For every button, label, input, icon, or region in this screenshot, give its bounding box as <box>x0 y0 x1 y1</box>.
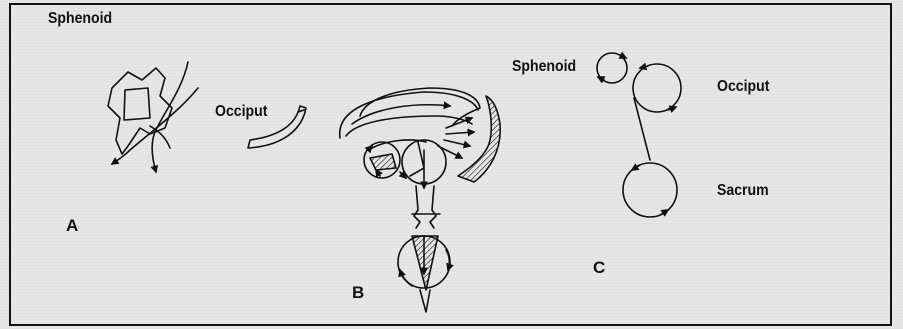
panel-c-sphenoid-circle <box>597 53 627 83</box>
panel-c-occiput-circle <box>633 64 681 112</box>
panel-a-letter: A <box>66 216 78 236</box>
panel-c-sphenoid-label: Sphenoid <box>512 58 576 76</box>
panel-c-occiput-label: Occiput <box>717 78 769 96</box>
panel-a-occiput-label: Occiput <box>215 103 267 121</box>
panel-b-sacrum-circle <box>398 236 450 312</box>
panel-a-sphenoid-label: Sphenoid <box>48 10 112 28</box>
panel-b-sphenoid-circle <box>364 142 400 178</box>
panel-c-letter: C <box>593 258 605 278</box>
panel-c-sacrum-circle <box>623 163 677 217</box>
panel-b-brain-outline <box>340 88 480 148</box>
panel-c-sacrum-label: Sacrum <box>717 182 769 200</box>
panel-b-spinal-cord <box>412 186 440 228</box>
panel-b-letter: B <box>352 283 364 303</box>
